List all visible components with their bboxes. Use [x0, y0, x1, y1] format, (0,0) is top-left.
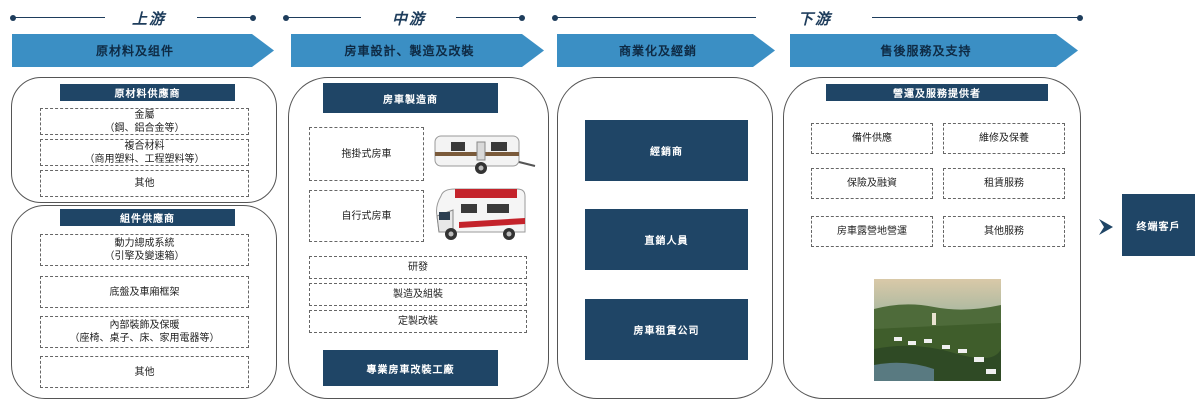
raw-materials-panel: 原材料供應商 金屬 （鋼、鋁合金等） 複合材料 （商用塑料、工程塑料等） 其他 — [11, 77, 277, 203]
stage-label-upstream: 上游 — [132, 10, 167, 28]
item-title: 複合材料 — [124, 140, 165, 152]
motorhome-image — [436, 188, 526, 240]
item-title: 保險及融資 — [847, 178, 897, 189]
item-subtitle: （鋼、鋁合金等） — [104, 122, 185, 134]
line-dot — [250, 15, 256, 21]
item-subtitle: （座椅、桌子、床、家用電器等） — [69, 333, 220, 344]
chevron-right-icon — [1099, 219, 1113, 235]
item-title: 拖掛式房車 — [341, 148, 392, 160]
item-title: 房車露營地營運 — [837, 226, 907, 237]
item-title: 底盤及車廂框架 — [109, 286, 180, 298]
item-title: 內部裝飾及保暖 — [109, 320, 180, 331]
item-title: 其他 — [134, 178, 155, 189]
channel-dealer: 經銷商 — [585, 120, 748, 181]
item-title: 其他服務 — [984, 226, 1024, 237]
item-title: 動力總成系統 — [114, 238, 175, 249]
component-item: 其他 — [40, 356, 249, 388]
service-item: 備件供應 — [811, 123, 933, 154]
process-item: 定製改裝 — [309, 310, 527, 333]
item-title: 備件供應 — [852, 133, 892, 144]
chevron-aftersales: 售後服務及支持 — [790, 34, 1078, 67]
item-subtitle: （引擎及變速箱） — [104, 251, 185, 262]
stage-line — [286, 17, 361, 18]
manufacturer-header: 房車製造商 — [323, 83, 498, 113]
process-item: 製造及組裝 — [309, 283, 527, 306]
component-item: 動力總成系統 （引擎及變速箱） — [40, 234, 249, 266]
stage-line — [456, 17, 521, 18]
stage-label-downstream: 下游 — [798, 10, 833, 28]
item-title: 維修及保養 — [979, 133, 1029, 144]
raw-material-item: 複合材料 （商用塑料、工程塑料等） — [40, 139, 249, 166]
stage-line — [197, 17, 252, 18]
stage-line — [872, 17, 1079, 18]
chevron-distribution: 商業化及經銷 — [557, 34, 775, 67]
item-title: 金屬 — [134, 109, 155, 121]
item-title: 租賃服務 — [984, 178, 1024, 189]
channel-direct-sales: 直銷人員 — [585, 209, 748, 270]
component-item: 底盤及車廂框架 — [40, 276, 249, 308]
raw-material-item: 其他 — [40, 170, 249, 197]
towable-rv-label: 拖掛式房車 — [309, 127, 424, 181]
service-item: 房車露營地營運 — [811, 216, 933, 247]
process-item: 研發 — [309, 256, 527, 279]
service-item: 保險及融資 — [811, 168, 933, 199]
channel-rental-company: 房車租賃公司 — [585, 299, 748, 360]
service-item: 租賃服務 — [943, 168, 1065, 199]
line-dot — [10, 15, 16, 21]
raw-materials-header: 原材料供應商 — [60, 84, 235, 101]
distribution-panel: 經銷商 直銷人員 房車租賃公司 — [557, 77, 773, 399]
components-header: 組件供應商 — [60, 209, 235, 226]
end-customer-box: 终端客戶 — [1122, 194, 1195, 256]
stage-line — [556, 17, 756, 18]
manufacturing-panel: 房車製造商 拖掛式房車 自行式房車 研發 製造及組裝 定製改裝 專業房車改 — [288, 77, 549, 399]
item-title: 定製改裝 — [398, 316, 438, 327]
item-subtitle: （商用塑料、工程塑料等） — [84, 153, 205, 165]
chevron-manufacturing: 房車設計、製造及改裝 — [291, 34, 544, 67]
item-title: 其他 — [134, 366, 155, 378]
raw-material-item: 金屬 （鋼、鋁合金等） — [40, 108, 249, 135]
operators-header: 營運及服務提供者 — [826, 84, 1048, 101]
motorized-rv-label: 自行式房車 — [309, 190, 424, 242]
item-title: 製造及組裝 — [393, 289, 443, 300]
service-item: 維修及保養 — [943, 123, 1065, 154]
item-title: 自行式房車 — [341, 210, 392, 222]
line-dot — [552, 15, 558, 21]
aftersales-panel: 營運及服務提供者 備件供應 維修及保養 保險及融資 租賃服務 房車露營地營運 其… — [783, 77, 1081, 399]
line-dot — [519, 15, 525, 21]
components-panel: 組件供應商 動力總成系統 （引擎及變速箱） 底盤及車廂框架 內部裝飾及保暖 （座… — [11, 205, 277, 399]
item-title: 研發 — [408, 262, 428, 273]
component-item: 內部裝飾及保暖 （座椅、桌子、床、家用電器等） — [40, 316, 249, 348]
caravan-trailer-image — [434, 135, 536, 174]
line-dot — [283, 15, 289, 21]
line-dot — [1077, 15, 1083, 21]
chevron-raw-materials: 原材料及组件 — [12, 34, 274, 67]
stage-label-midstream: 中游 — [392, 10, 427, 28]
campsite-photo — [874, 279, 1001, 381]
modification-shop: 專業房車改裝工廠 — [323, 350, 498, 386]
service-item: 其他服務 — [943, 216, 1065, 247]
stage-line — [13, 17, 105, 18]
